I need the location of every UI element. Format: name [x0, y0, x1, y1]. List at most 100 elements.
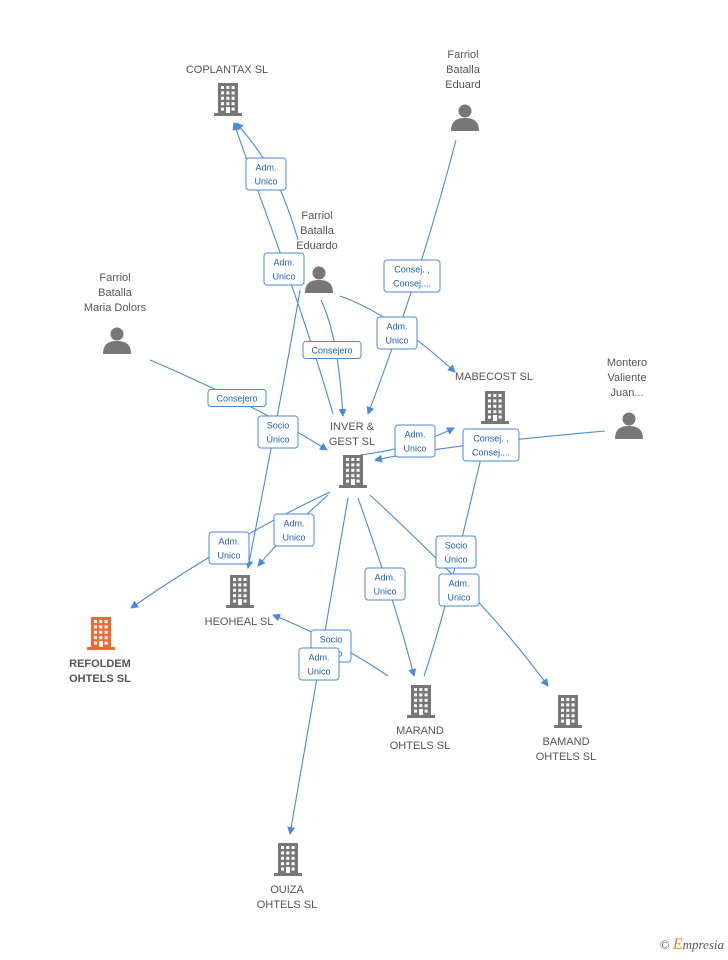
node-inver[interactable]: INVER & GEST SL	[329, 421, 375, 488]
edge-label-box	[462, 428, 520, 462]
edge-label-box	[302, 341, 362, 359]
edge-label-text: Unico	[254, 177, 277, 187]
edge-label-text: Adm.	[386, 322, 407, 332]
node-label: Montero	[607, 357, 647, 369]
edge-label-1[interactable]: Adm. Unico	[245, 157, 287, 191]
node-label: Batalla	[446, 64, 481, 76]
building-icon	[274, 843, 302, 876]
edge-label-text: Adm.	[448, 579, 469, 589]
person-icon	[103, 327, 131, 354]
person-icon	[305, 266, 333, 293]
edge-label-4[interactable]: Adm. Unico	[376, 316, 418, 350]
edge-label-text: Unico	[272, 272, 295, 282]
edge-label-text: Socio	[445, 541, 468, 551]
node-mabecost[interactable]: MABECOST SL	[455, 371, 533, 424]
edge-label-text: Unico	[373, 587, 396, 597]
person-icon	[615, 412, 643, 439]
node-label: Maria Dolors	[84, 302, 147, 314]
brand-footer: © Empresia	[660, 936, 724, 954]
node-label: GEST SL	[329, 436, 375, 448]
node-label: BAMAND	[542, 736, 589, 748]
node-label: Valiente	[608, 372, 647, 384]
edge-label-box	[257, 415, 299, 449]
edge-label-text: Adm.	[374, 573, 395, 583]
edge-label-box	[273, 513, 315, 547]
edge-label-6[interactable]: Consejero	[207, 389, 267, 407]
edge-label-text: Unico	[282, 533, 305, 543]
edge-label-text: Consej....	[393, 279, 431, 289]
node-heoheal[interactable]: HEOHEAL SL	[205, 575, 274, 628]
building-icon	[407, 685, 435, 718]
building-icon	[87, 617, 115, 650]
edge-label-text: Consej. ,	[394, 265, 430, 275]
edge-label-text: Consejero	[311, 346, 352, 356]
edge-label-box	[394, 424, 436, 458]
edge-label-text: Adm.	[218, 537, 239, 547]
edge-label-11[interactable]: Adm. Unico	[273, 513, 315, 547]
edge-label-box	[263, 252, 305, 286]
edge-label-box	[298, 647, 340, 681]
edge-label-13[interactable]: Adm. Unico	[364, 567, 406, 601]
edge-label-box	[208, 531, 250, 565]
edge-label-box	[383, 259, 441, 293]
edge-label-3[interactable]: Consej. , Consej....	[383, 259, 441, 293]
edge-label-text: Socio	[267, 421, 290, 431]
node-montero[interactable]: MonteroValienteJuan...	[607, 357, 647, 439]
edge-label-text: Consejero	[216, 394, 257, 404]
edge-label-text: Consej....	[472, 448, 510, 458]
edge-label-text: Único	[444, 555, 467, 565]
edge-label-box	[364, 567, 406, 601]
node-label: OHTELS SL	[69, 673, 131, 685]
node-label: Juan...	[610, 387, 643, 399]
edge-label-text: Unico	[307, 667, 330, 677]
edges	[130, 122, 606, 835]
copyright-icon: ©	[659, 937, 670, 952]
nodes: COPLANTAX SLFarriolBatallaEduardFarriolB…	[69, 49, 647, 911]
node-label: Farriol	[99, 272, 130, 284]
node-label: Batalla	[300, 225, 335, 237]
node-label: Eduardo	[296, 240, 338, 252]
edge-label-box	[376, 316, 418, 350]
edge-label-2[interactable]: Adm.Unico	[263, 252, 305, 286]
node-refoldem[interactable]: REFOLDEM OHTELS SL	[69, 617, 131, 685]
edge-label-text: Adm.	[308, 653, 329, 663]
edge-label-14[interactable]: Adm.Unico	[438, 573, 480, 607]
person-icon	[451, 104, 479, 131]
edge-label-8[interactable]: Adm. Unico	[394, 424, 436, 458]
building-icon	[214, 83, 242, 116]
edge-label-text: Unico	[217, 551, 240, 561]
node-label: INVER &	[330, 421, 375, 433]
edge-label-9[interactable]: Consej. ,Consej....	[462, 428, 520, 462]
building-icon	[226, 575, 254, 608]
edge-label-text: Adm.	[404, 430, 425, 440]
edge-label-5[interactable]: Consejero	[302, 341, 362, 359]
edge-label-text: Unico	[385, 336, 408, 346]
node-label: REFOLDEM	[69, 658, 131, 670]
node-coplantax[interactable]: COPLANTAX SL	[186, 64, 268, 116]
node-label: OHTELS SL	[390, 740, 451, 752]
edge-label-text: Unico	[403, 444, 426, 454]
edge-label-10[interactable]: Adm. Unico	[208, 531, 250, 565]
edge-label-text: Socio	[320, 635, 343, 645]
edge-label-16[interactable]: Adm. Unico	[298, 647, 340, 681]
node-label: COPLANTAX SL	[186, 64, 268, 76]
brand-logo-initial: E	[672, 936, 683, 953]
node-label: OHTELS SL	[257, 899, 318, 911]
edge-label-box	[245, 157, 287, 191]
node-label: MABECOST SL	[455, 371, 533, 383]
building-icon	[554, 695, 582, 728]
brand-logo-text: mpresia	[682, 937, 724, 952]
edge-label-text: Adm.	[283, 519, 304, 529]
node-label: Farriol	[447, 49, 478, 61]
edge-label-text: Adm.	[255, 163, 276, 173]
